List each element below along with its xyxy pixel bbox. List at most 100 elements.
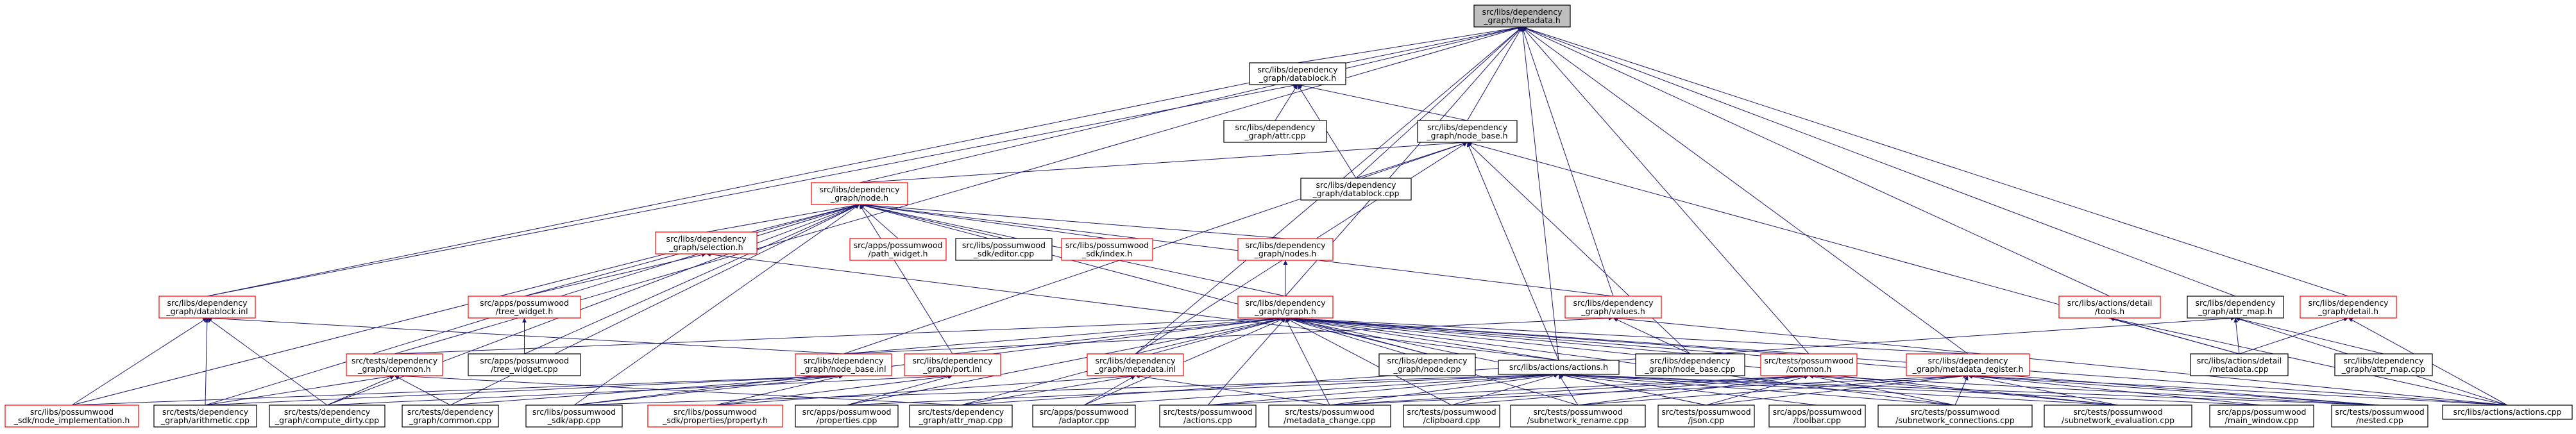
graph-node-metadata-inl[interactable]: src/libs/dependency_graph/metadata.inl: [1087, 353, 1184, 376]
graph-node-node-base-cpp[interactable]: src/libs/dependency_graph/node_base.cpp: [1635, 353, 1745, 376]
node-box: [1768, 405, 1866, 428]
node-label-line: _graph/common.cpp: [409, 415, 491, 425]
edge-port-inl-to-graph-h: [952, 316, 1286, 355]
node-box: [1510, 405, 1646, 428]
node-label-line: /adaptor.cpp: [1059, 415, 1110, 425]
graph-node-json-cpp[interactable]: src/tests/possumwood/json.cpp: [1657, 405, 1755, 428]
graph-node-main-window-cpp[interactable]: src/apps/possumwood/main_window.cpp: [2209, 405, 2314, 428]
edge-libs-actions-cpp-to-metadata-register-h: [1967, 373, 2508, 406]
edge-arithmetic-cpp-to-node-base-inl: [205, 373, 844, 406]
graph-node-metadata-register-h[interactable]: src/libs/dependency_graph/metadata_regis…: [1906, 353, 2030, 376]
graph-node-metadata-h[interactable]: src/libs/dependency_graph/metadata.h: [1473, 4, 1571, 28]
graph-node-app-cpp[interactable]: src/libs/possumwood_sdk/app.cpp: [525, 405, 623, 428]
edge-subnetwork-rename-cpp-to-possum-common-h: [1577, 374, 1809, 406]
node-box: [1473, 4, 1571, 28]
graph-node-nodes-h[interactable]: src/libs/dependency_graph/nodes.h: [1237, 238, 1334, 261]
graph-node-node-h[interactable]: src/libs/dependency_graph/node.h: [811, 182, 908, 205]
node-label-line: /subnetwork_evaluation.cpp: [2062, 415, 2174, 425]
graph-node-detail-h[interactable]: src/libs/dependency_graph/detail.h: [2300, 296, 2397, 319]
edge-adaptor-cpp-to-actions-h: [1083, 372, 1559, 406]
node-label-line: /path_widget.h: [869, 249, 928, 258]
graph-node-subnetwork-connections-cpp[interactable]: src/tests/possumwood/subnetwork_connecti…: [1877, 405, 2033, 428]
node-box: [269, 405, 386, 428]
graph-node-toolbar-cpp[interactable]: src/apps/possumwood/toolbar.cpp: [1768, 405, 1866, 428]
node-label-line: /metadata.cpp: [2210, 364, 2269, 374]
node-label-line: src/tests/possumwood: [1533, 407, 1622, 417]
node-box: [468, 296, 581, 319]
node-box: [1403, 405, 1500, 428]
graph-node-actions-h[interactable]: src/libs/actions/actions.h: [1498, 360, 1620, 375]
graph-node-libs-actions-cpp[interactable]: src/libs/actions/actions.cpp: [2442, 405, 2573, 420]
graph-node-properties-cpp[interactable]: src/apps/possumwood/properties.cpp: [795, 405, 899, 428]
edge-actions-h-to-graph-h: [1285, 316, 1559, 361]
graph-node-datablock-h[interactable]: src/libs/dependency_graph/datablock.h: [1249, 62, 1346, 85]
graph-node-attr-map-cpp[interactable]: src/libs/dependency_graph/attr_map.cpp: [2334, 353, 2433, 376]
graph-node-subnetwork-rename-cpp[interactable]: src/tests/possumwood/subnetwork_rename.c…: [1510, 405, 1646, 428]
graph-node-property-h[interactable]: src/libs/possumwood_sdk/properties/prope…: [647, 405, 783, 428]
graph-node-subnetwork-evaluation-cpp[interactable]: src/tests/possumwood/subnetwork_evaluati…: [2044, 405, 2192, 428]
node-label-line: _sdk/node_implementation.h: [13, 415, 130, 425]
node-label-line: /toolbar.cpp: [1793, 415, 1841, 425]
graph-node-tools-h[interactable]: src/libs/actions/detail/tools.h: [2058, 296, 2161, 319]
edge-detail-h-to-metadata-h: [1521, 26, 2349, 297]
node-label-line: _graph/values.h: [1580, 306, 1645, 316]
node-label-line: src/libs/actions/detail: [2067, 298, 2152, 308]
graph-node-clipboard-cpp[interactable]: src/tests/possumwood/clipboard.cpp: [1403, 405, 1500, 428]
node-box: [2334, 353, 2433, 376]
graph-node-tree-widget-cpp[interactable]: src/apps/possumwood/tree_widget.cpp: [468, 353, 581, 376]
graph-node-compute-dirty-cpp[interactable]: src/tests/dependency_graph/compute_dirty…: [269, 405, 386, 428]
graph-node-attr-map-h[interactable]: src/libs/dependency_graph/attr_map.h: [2187, 296, 2284, 319]
edge-properties-cpp-to-port-inl: [846, 374, 953, 406]
node-box: [1237, 238, 1334, 261]
graph-node-tests-attr-map-cpp[interactable]: src/tests/dependency_graph/attr_map.cpp: [909, 405, 1013, 428]
edge-properties-cpp-to-actions-h: [846, 372, 1559, 406]
node-label-line: _graph/port.inl: [922, 364, 982, 374]
node-label-line: _graph/attr_map.h: [2198, 306, 2273, 316]
graph-node-selection-h[interactable]: src/libs/dependency_graph/selection.h: [655, 231, 758, 255]
edge-metadata-register-h-to-metadata-h: [1521, 26, 1969, 355]
graph-node-node-base-inl[interactable]: src/libs/dependency_graph/node_base.inl: [795, 353, 892, 376]
graph-node-node-base-h[interactable]: src/libs/dependency_graph/node_base.h: [1417, 120, 1518, 143]
graph-node-values-h[interactable]: src/libs/dependency_graph/values.h: [1564, 296, 1662, 319]
graph-node-nested-cpp[interactable]: src/tests/possumwood/nested.cpp: [2331, 405, 2428, 428]
node-box: [1087, 353, 1184, 376]
graph-node-possum-common-h[interactable]: src/tests/possumwood/common.h: [1760, 353, 1858, 376]
node-label-line: src/libs/possumwood: [962, 240, 1046, 250]
graph-node-tests-actions-cpp[interactable]: src/tests/possumwood/actions.cpp: [1159, 405, 1257, 428]
graph-node-editor-cpp[interactable]: src/libs/possumwood_sdk/editor.cpp: [955, 238, 1053, 261]
edge-clipboard-cpp-to-possum-common-h: [1451, 374, 1809, 406]
graph-node-tree-widget-h[interactable]: src/apps/possumwood/tree_widget.h: [468, 296, 581, 319]
graph-node-attr-cpp[interactable]: src/libs/dependency_graph/attr.cpp: [1223, 120, 1327, 143]
graph-node-tests-common-h[interactable]: src/tests/dependency_graph/common.h: [346, 353, 443, 376]
node-label-line: src/tests/possumwood: [1163, 407, 1252, 417]
edge-node-base-cpp-to-values-h: [1613, 317, 1691, 355]
node-label-line: src/libs/dependency: [1650, 356, 1731, 365]
graph-node-datablock-inl[interactable]: src/libs/dependency_graph/datablock.inl: [158, 296, 256, 319]
graph-node-adaptor-cpp[interactable]: src/apps/possumwood/adaptor.cpp: [1032, 405, 1136, 428]
graph-node-index-h[interactable]: src/libs/possumwood_sdk/index.h: [1061, 238, 1153, 261]
node-label-line: src/libs/possumwood: [532, 407, 616, 417]
node-label-line: src/libs/dependency: [2343, 356, 2424, 365]
graph-node-datablock-cpp[interactable]: src/libs/dependency_graph/datablock.cpp: [1300, 178, 1412, 201]
node-box: [1159, 405, 1257, 428]
node-label-line: _graph/compute_dirty.cpp: [275, 415, 379, 425]
graph-node-tests-common-cpp[interactable]: src/tests/dependency_graph/common.cpp: [402, 405, 499, 428]
graph-node-path-widget-h[interactable]: src/apps/possumwood/path_widget.h: [849, 238, 947, 261]
edge-detail-metadata-cpp-to-attr-map-h: [2233, 317, 2240, 355]
node-label-line: src/libs/dependency: [666, 234, 747, 244]
graph-node-node-implementation-h[interactable]: src/libs/possumwood_sdk/node_implementat…: [4, 405, 139, 428]
node-label-line: src/tests/possumwood: [1407, 407, 1496, 417]
node-box: [158, 296, 256, 319]
node-label-line: src/apps/possumwood: [802, 407, 892, 417]
node-label-line: src/libs/dependency: [1095, 356, 1176, 365]
node-label-line: src/tests/dependency: [918, 407, 1004, 417]
graph-node-graph-h[interactable]: src/libs/dependency_graph/graph.h: [1237, 296, 1334, 319]
graph-node-arithmetic-cpp[interactable]: src/tests/dependency_graph/arithmetic.cp…: [153, 405, 257, 428]
graph-node-detail-metadata-cpp[interactable]: src/libs/actions/detail/metadata.cpp: [2190, 353, 2289, 376]
graph-node-node-cpp[interactable]: src/libs/dependency_graph/node.cpp: [1378, 353, 1476, 376]
graph-node-port-inl[interactable]: src/libs/dependency_graph/port.inl: [904, 353, 1001, 376]
edge-compute-dirty-cpp-to-port-inl: [326, 373, 953, 406]
node-label-line: /main_window.cpp: [2225, 415, 2299, 425]
graph-node-metadata-change-cpp[interactable]: src/tests/possumwood/metadata_change.cpp: [1268, 405, 1391, 428]
